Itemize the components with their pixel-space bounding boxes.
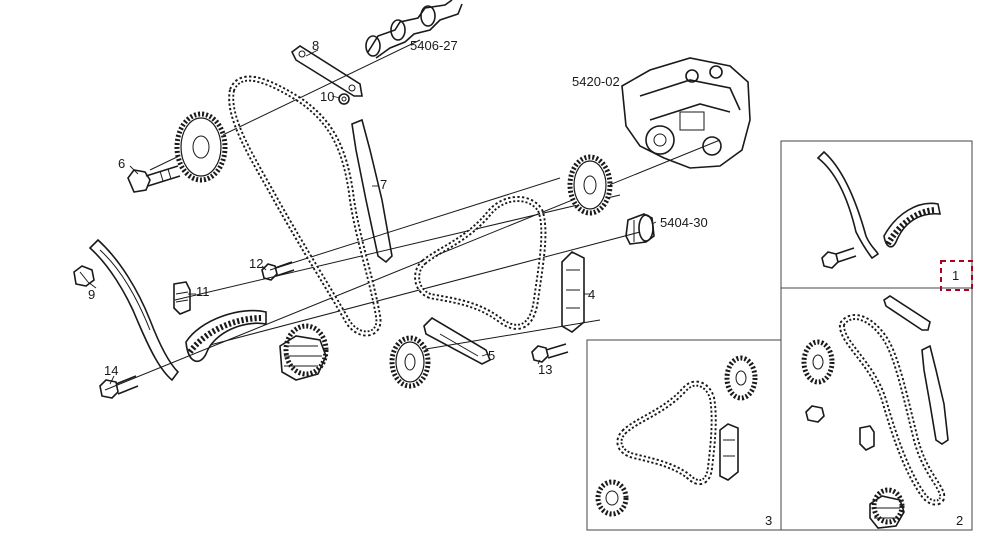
label-11: 11 bbox=[196, 284, 210, 299]
label-4: 4 bbox=[588, 287, 595, 302]
detail-box-3 bbox=[586, 339, 782, 531]
tensioner-4 bbox=[561, 251, 585, 333]
bolt-12 bbox=[261, 261, 295, 281]
bolt-6 bbox=[127, 165, 181, 193]
high-pressure-pump bbox=[621, 57, 751, 169]
label-14: 14 bbox=[104, 363, 118, 378]
label-1: 1 bbox=[952, 268, 959, 283]
label-pump: 5420-02 bbox=[572, 74, 620, 89]
label-5: 5 bbox=[488, 348, 495, 363]
guide-rail-5 bbox=[423, 316, 492, 365]
label-3: 3 bbox=[765, 513, 772, 528]
callout-labels: 8 5406-27 10 5420-02 6 7 5404-30 12 11 9… bbox=[88, 38, 963, 528]
camshaft-sprocket bbox=[174, 111, 228, 183]
camshaft bbox=[365, 0, 463, 59]
screw-10 bbox=[338, 93, 350, 105]
sprocket-5404-30 bbox=[625, 213, 655, 245]
main-timing-chain bbox=[228, 75, 382, 337]
label-9: 9 bbox=[88, 287, 95, 302]
crankshaft-sprocket bbox=[279, 323, 329, 381]
label-13: 13 bbox=[538, 362, 552, 377]
label-2: 2 bbox=[956, 513, 963, 528]
chain-tensioner-11 bbox=[173, 281, 191, 315]
selected-marker bbox=[940, 260, 973, 291]
pump-sprocket bbox=[567, 154, 613, 216]
guide-rail-8 bbox=[290, 45, 363, 97]
leader-lines bbox=[87, 49, 657, 385]
pin-9 bbox=[73, 265, 95, 287]
label-sprocket: 5404-30 bbox=[660, 215, 708, 230]
label-camshaft: 5406-27 bbox=[410, 38, 458, 53]
label-7: 7 bbox=[380, 177, 387, 192]
tensioner-guide-9 bbox=[88, 238, 180, 382]
lower-curved-guide bbox=[185, 309, 267, 363]
bolt-13 bbox=[531, 343, 569, 363]
intermediate-sprocket bbox=[389, 335, 431, 389]
bolt-14 bbox=[99, 375, 139, 399]
guide-rail-7 bbox=[351, 118, 393, 264]
label-6: 6 bbox=[118, 156, 125, 171]
detail-box-1 bbox=[780, 140, 973, 291]
pump-drive-chain bbox=[414, 196, 547, 330]
label-12: 12 bbox=[249, 256, 263, 271]
label-8: 8 bbox=[312, 38, 319, 53]
label-10: 10 bbox=[320, 89, 334, 104]
detail-box-2 bbox=[780, 287, 973, 531]
